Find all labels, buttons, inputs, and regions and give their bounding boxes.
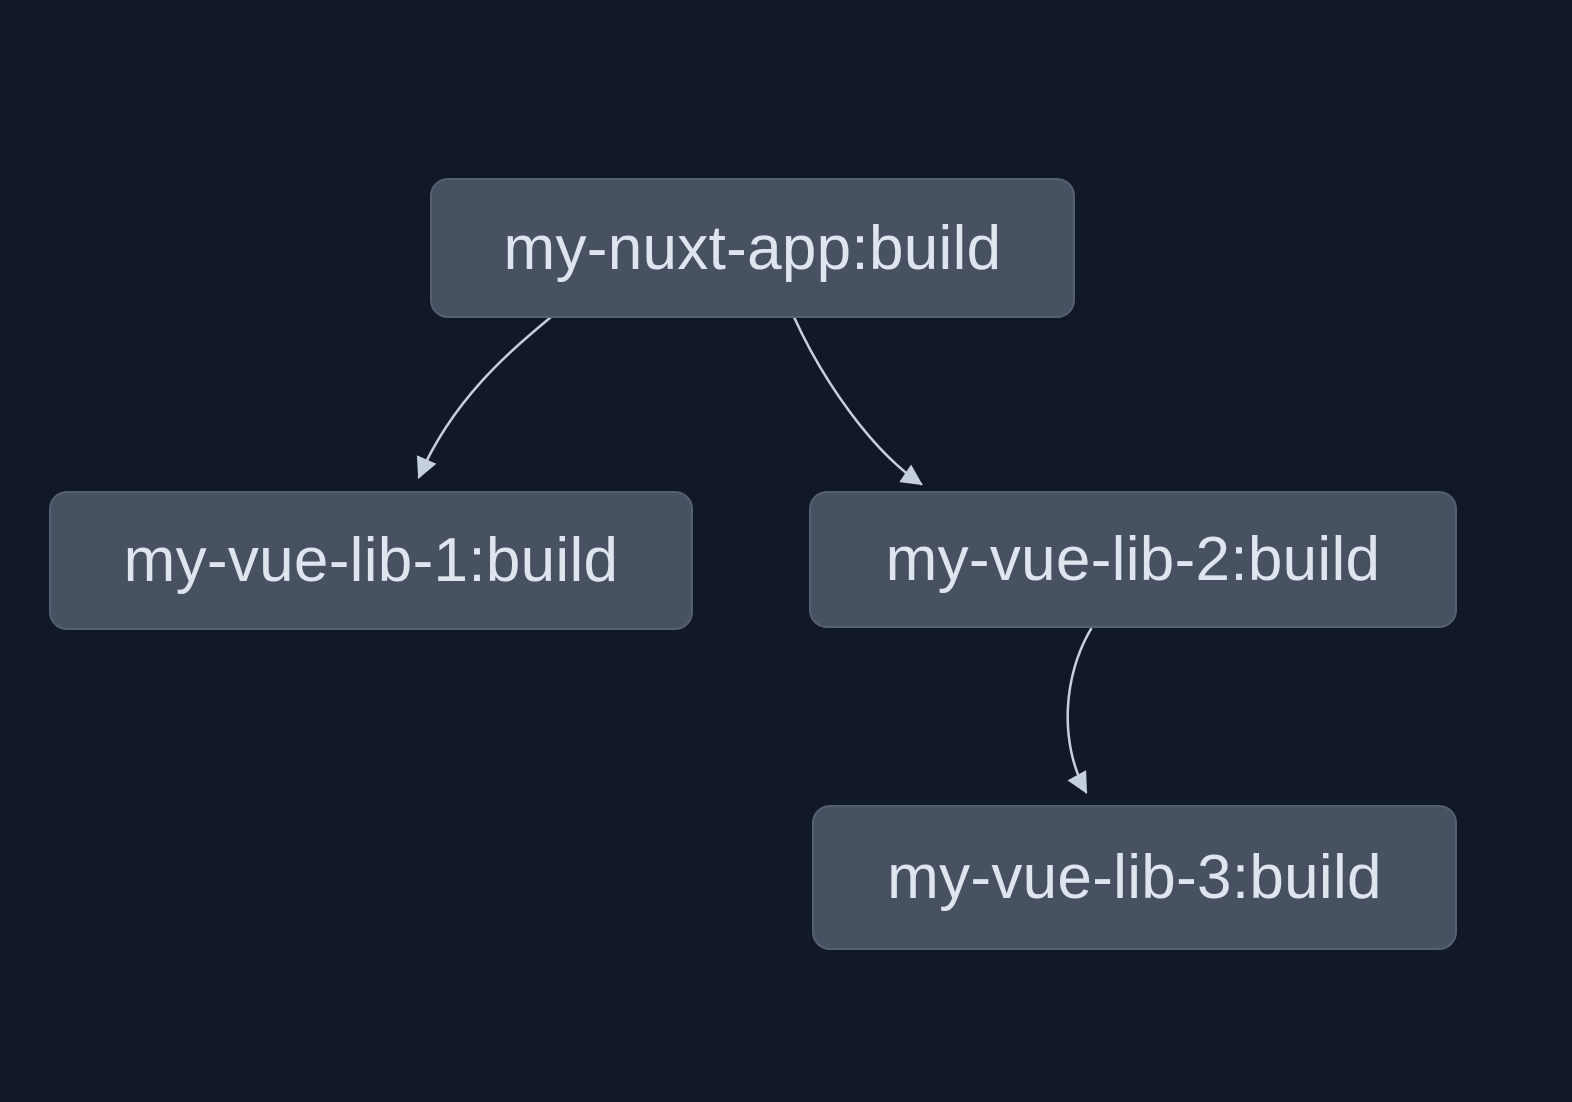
task-node-my-vue-lib-3-build[interactable]: my-vue-lib-3:build bbox=[812, 805, 1457, 950]
dependency-edge-2 bbox=[792, 315, 923, 486]
dependency-edge-1 bbox=[416, 315, 553, 479]
task-node-my-vue-lib-1-build[interactable]: my-vue-lib-1:build bbox=[49, 491, 693, 630]
task-node-my-nuxt-app-build[interactable]: my-nuxt-app:build bbox=[430, 178, 1075, 318]
task-node-my-vue-lib-2-build[interactable]: my-vue-lib-2:build bbox=[809, 491, 1457, 628]
dependency-edge-3 bbox=[1066, 627, 1093, 794]
